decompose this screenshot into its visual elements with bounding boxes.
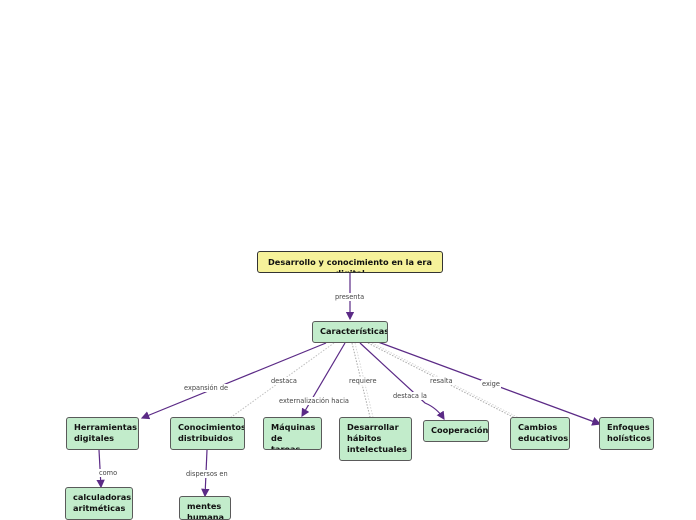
node-desarrollar-habitos[interactable]: Desarrollar hábitos intelectuales — [339, 417, 412, 461]
connector-requiere-shadow — [354, 342, 374, 418]
edge-label-presenta: presenta — [334, 293, 366, 301]
edge-label-resalta: resalta — [429, 377, 454, 385]
node-mentes-humana[interactable]: mentes humana — [179, 496, 231, 520]
connector-destaca-la — [359, 342, 445, 421]
node-maquinas-de-tareas[interactable]: Máquinas de tareas — [263, 417, 322, 450]
edge-label-exige: exige — [481, 380, 501, 388]
node-cooperacion[interactable]: Cooperación — [423, 420, 489, 442]
edge-label-destaca-la: destaca la — [392, 392, 428, 400]
edge-label-externalizacion: externalización hacia — [278, 397, 350, 405]
connector-requiere — [351, 342, 371, 418]
edge-label-destaca: destaca — [270, 377, 298, 385]
node-enfoques-holisticos[interactable]: Enfoques holísticos — [599, 417, 654, 450]
node-calculadoras-aritmeticas[interactable]: calculadoras aritméticas — [65, 487, 133, 520]
edge-label-expansion: expansión de — [183, 384, 230, 392]
connector-resalta — [367, 342, 516, 419]
connector-externalizacion — [301, 342, 346, 418]
edge-label-requiere: requiere — [348, 377, 378, 385]
root-topic-node[interactable]: Desarrollo y conocimiento en la era digi… — [257, 251, 443, 273]
edge-label-dispersos: dispersos en — [185, 470, 229, 478]
node-conocimientos-distribuidos[interactable]: Conocimientos distribuidos — [170, 417, 245, 450]
edge-label-como: como — [98, 469, 119, 477]
node-cambios-educativos[interactable]: Cambios educativos — [510, 417, 570, 450]
node-herramientas-digitales[interactable]: Herramientas digitales — [66, 417, 139, 450]
characteristics-node[interactable]: Características — [312, 321, 388, 343]
connector-como — [96, 449, 105, 489]
connector-expansion — [140, 342, 327, 420]
connector-resalta-shadow — [371, 342, 520, 419]
